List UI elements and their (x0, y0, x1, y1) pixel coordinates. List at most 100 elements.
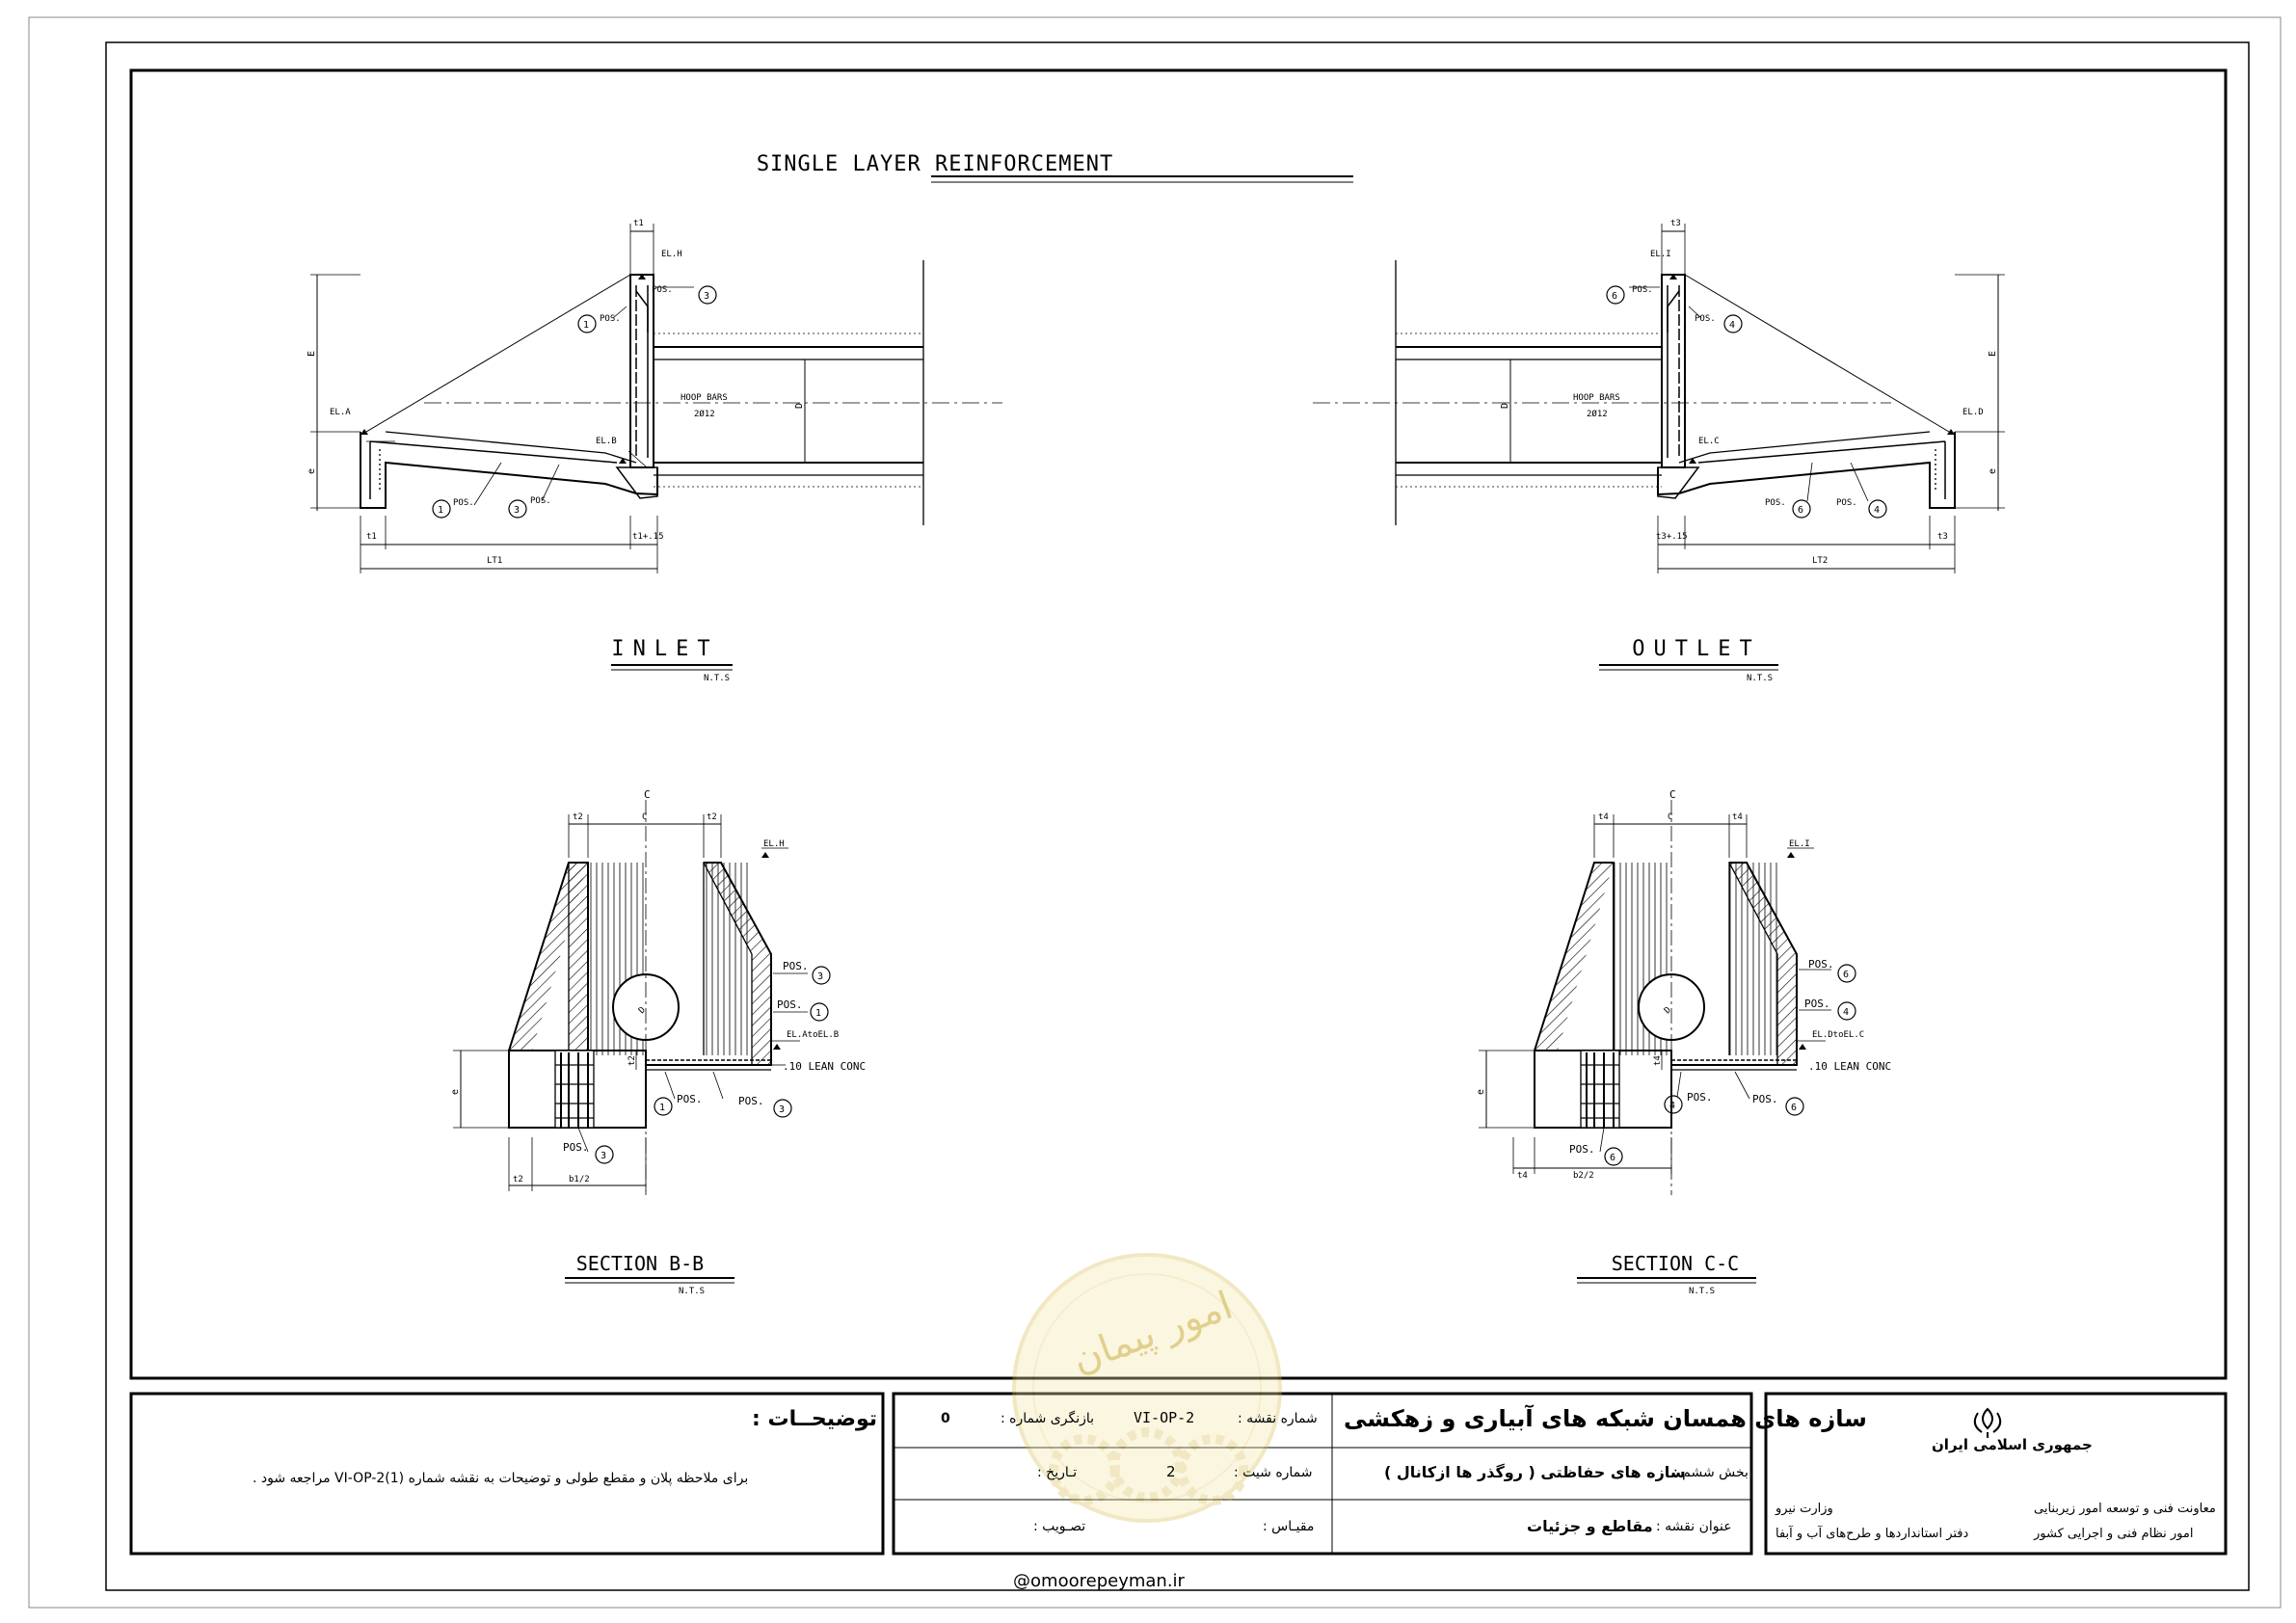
pos-number: 6 (1791, 1103, 1797, 1113)
pos-number: 1 (659, 1103, 665, 1113)
watermark-logo (1012, 1253, 1282, 1523)
pos-marker (1868, 499, 1887, 519)
pos-number: 6 (1843, 970, 1849, 980)
el-label: EL.H (763, 839, 785, 849)
dim-label: C (1668, 812, 1672, 822)
notes-text: برای ملاحظه پلان و مقطع طولی و توضیحات ب… (253, 1471, 749, 1486)
pos-label: POS. (1765, 498, 1786, 508)
sheet-label: شماره شیت : (1234, 1465, 1313, 1480)
ministry-name: وزارت نیرو (1775, 1502, 1833, 1516)
drawing-no-label: شماره نقشه : (1238, 1411, 1318, 1426)
pos-number: 3 (704, 291, 709, 302)
pos-label: POS. (1569, 1143, 1595, 1156)
scale-note: N.T.S (679, 1287, 705, 1296)
el-label: EL.C (1698, 437, 1720, 446)
pos-marker (1792, 499, 1811, 519)
el-label: EL.H (661, 250, 682, 259)
pos-marker (1664, 1095, 1683, 1114)
drawing-title-label: عنوان نقشه : (1656, 1519, 1732, 1534)
dim-label: LT1 (487, 556, 502, 566)
org-line-2: امور نظام فنی و اجرایی کشور (2034, 1527, 2194, 1541)
dim-label: D (637, 1005, 648, 1016)
section-cc (1479, 800, 1831, 1195)
dim-label: t1 (366, 532, 377, 542)
pos-label: POS. (1836, 498, 1857, 508)
inlet-title: INLET (611, 637, 718, 661)
iran-emblem-icon (1973, 1407, 2002, 1438)
dim-label: LT2 (1812, 556, 1828, 566)
centerline-label: C (644, 788, 651, 801)
dim-label: D (794, 403, 805, 409)
pos-label: POS. (453, 498, 474, 508)
el-label: EL.D (1962, 408, 1984, 417)
pos-number: 1 (438, 505, 443, 516)
pos-number: 4 (1874, 505, 1880, 516)
dim-label: t1 (633, 219, 644, 228)
scale-note: N.T.S (1689, 1287, 1715, 1296)
el-label: EL.AtoEL.B (787, 1030, 839, 1040)
pos-marker (595, 1145, 614, 1164)
dim-label: t2 (627, 1055, 637, 1066)
dim-label: D (1663, 1005, 1673, 1016)
sheet-border (105, 41, 2250, 1591)
dim-label: D (1500, 403, 1510, 409)
pos-marker (1606, 285, 1625, 305)
lean-conc-label: .10 LEAN CONC (783, 1060, 866, 1073)
pos-label: POS. (600, 314, 621, 324)
hoop-label: HOOP BARS (681, 393, 728, 403)
dim-label: t3+.15 (1656, 532, 1688, 542)
revision-value: 0 (941, 1411, 950, 1426)
org-line-1: معاونت فنی و توسعه امور زیربنایی (2034, 1502, 2216, 1516)
drawing-title-value: مقاطع و جزئیات (1527, 1517, 1653, 1535)
date-label: تـاریخ : (1037, 1465, 1078, 1480)
approval-label: تصـویب : (1033, 1519, 1086, 1534)
el-label: EL.I (1650, 250, 1671, 259)
pos-number: 6 (1612, 291, 1617, 302)
drawing-no-value: VI-OP-2 (1134, 1409, 1195, 1426)
project-title: سازه های همسان شبکه های آبیاری و زهکشی (1344, 1405, 1867, 1432)
dim-label: t2 (513, 1175, 523, 1184)
pos-label: POS. (1687, 1091, 1713, 1104)
pos-label: POS. (563, 1141, 589, 1154)
pos-marker (508, 499, 527, 519)
main-title: SINGLE LAYER REINFORCEMENT (757, 152, 1113, 176)
hoop-size: 2Ø12 (694, 409, 715, 419)
pos-number: 3 (817, 971, 823, 982)
pos-number: 3 (601, 1151, 606, 1161)
section-bb-title: SECTION B-B (576, 1252, 704, 1275)
pos-label: POS. (1804, 998, 1830, 1010)
inlet-detail (310, 224, 1002, 573)
office-name: دفتر استانداردها و طرح‌های آب و آبفا (1775, 1527, 1969, 1541)
pos-label: POS. (1808, 958, 1834, 971)
pos-label: POS. (1752, 1093, 1778, 1105)
dim-label: C (642, 812, 647, 822)
dim-label: t4 (1732, 812, 1743, 822)
pos-number: 4 (1729, 320, 1735, 331)
pos-marker (1604, 1147, 1623, 1166)
pos-number: 4 (1843, 1007, 1849, 1018)
pos-marker (577, 314, 597, 333)
pos-label: POS. (783, 960, 809, 972)
el-label: EL.B (596, 437, 617, 446)
el-label: EL.I (1789, 839, 1810, 849)
pos-number: 3 (514, 505, 520, 516)
section-bb (453, 800, 808, 1195)
hoop-label: HOOP BARS (1573, 393, 1620, 403)
pos-label: POS. (530, 496, 551, 506)
pos-number: 4 (1669, 1101, 1675, 1111)
pos-marker (812, 966, 831, 985)
pos-marker (654, 1097, 673, 1116)
scale-label: مقیـاس : (1263, 1519, 1315, 1534)
scale-note: N.T.S (704, 674, 730, 683)
pos-marker (1837, 964, 1856, 983)
notes-title: توضیحــات : (752, 1407, 878, 1431)
dim-label: t4 (1598, 812, 1609, 822)
section-label: بخش ششم : (1673, 1465, 1749, 1480)
pos-marker (1785, 1097, 1804, 1116)
hoop-size: 2Ø12 (1587, 409, 1608, 419)
el-label: EL.DtoEL.C (1812, 1030, 1864, 1040)
dim-label: E (1988, 351, 1998, 357)
pos-label: POS. (677, 1093, 703, 1105)
pos-number: 1 (815, 1008, 821, 1019)
dim-label: b2/2 (1573, 1171, 1594, 1181)
